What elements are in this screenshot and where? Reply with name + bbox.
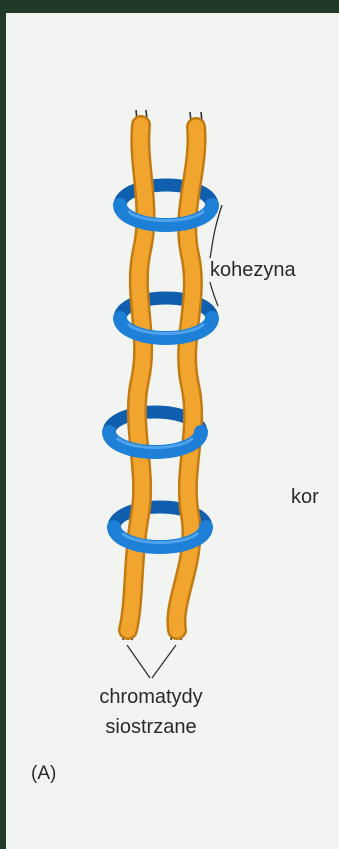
cohesin-leader-lines [210, 205, 222, 306]
sister-chromatids-label-line2: siostrzane [105, 716, 196, 738]
sister-chromatids-label-line1: chromatydy [99, 686, 202, 708]
cut-off-label: kor [291, 486, 319, 508]
cohesin-label: kohezyna [210, 259, 296, 281]
panel-label: (A) [31, 763, 56, 784]
chromatid-leader-lines [127, 645, 176, 678]
